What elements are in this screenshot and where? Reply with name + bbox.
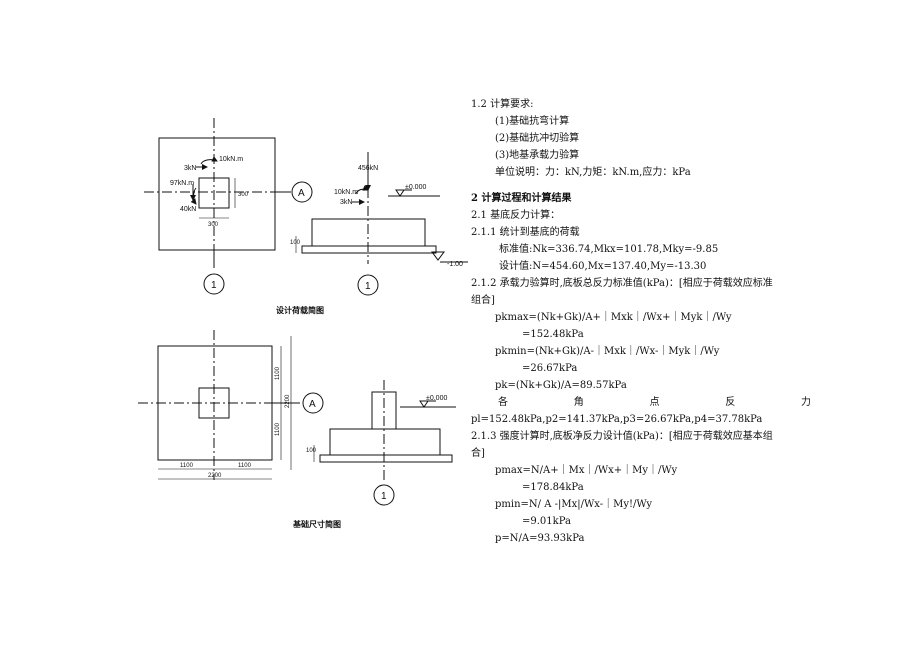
heading-strength-cont: 合] [471,448,485,459]
dim-base: 100 [306,448,317,454]
force-label: 3kN [184,165,196,172]
result-pmin: =9.01kPa [522,516,571,527]
dim-base: 100 [290,240,301,246]
load-plan-drawing [144,118,313,295]
dimension-section-drawing [313,380,456,506]
axis-label-1: 1 [381,491,387,502]
requirement-1: (1)基础抗弯计算 [495,116,570,127]
units-note: 单位说明：力：kN,力矩：kN.m,应力：kPa [495,167,691,178]
axis-bubble-1 [357,274,379,296]
requirement-3: (3)地基承载力验算 [495,150,580,161]
axis-bubble-1 [203,273,225,295]
corner-char: 点 [649,397,660,408]
corner-values: pl=152.48kPa,p2=141.37kPa,p3=26.67kPa,p4… [471,414,763,425]
formula-p: p=N/A=93.93kPa [495,533,585,544]
dim-right-top: 1100 [275,366,281,380]
elevation-marker-icon [395,189,405,197]
moment-arrow-icon [190,187,197,205]
result-pmax: =178.84kPa [522,482,584,493]
axis-label-1: 1 [365,281,371,292]
corner-char: 各 [498,397,508,408]
calculation-text: 1.2 计算要求: (1)基础抗弯计算 (2)基础抗冲切验算 (3)地基承载力验… [471,96,811,547]
corner-char: 力 [801,397,811,408]
footing-section [329,428,441,456]
dim-right-bottom: 1100 [275,422,281,436]
dim-bottom-left: 1100 [180,463,194,469]
load-section-drawing [295,152,468,296]
result-pkmin: =26.67kPa [522,363,578,374]
elev-top-label: ±0.000 [405,184,426,191]
axis-bubble-1 [373,484,395,506]
dim-right-total: 2200 [285,394,291,408]
corner-reaction-heading: 各 角 点 反 力 [471,394,811,411]
elevation-marker-icon [431,251,445,261]
heading-bearing: 2.1.2 承载力验算时,底板总反力标准值(kPa)：[相应于荷载效应标准 [471,278,773,289]
requirement-2: (2)基础抗冲切验算 [495,133,580,144]
footing-outline [158,137,276,251]
axis-label-1: 1 [211,280,217,291]
section-axial-label: 456kN [358,165,378,172]
formula-pk: pk=(Nk+Gk)/A=89.57kPa [495,380,627,391]
heading-reaction: 2.1 基底反力计算： [471,210,561,221]
bedding-layer [301,245,437,254]
heading-bearing-cont: 组合] [471,295,495,306]
result-pkmax: =152.48kPa [522,329,584,340]
dim-bottom-right: 1100 [238,463,252,469]
caption-load: 设计荷载简图 [276,305,324,315]
elev-top-label: ±0.000 [426,395,447,402]
standard-values: 标准值:Nk=336.74,Mkx=101.78,Mky=-9.85 [499,244,719,255]
dim-bottom-total: 2200 [208,473,222,479]
heading-strength: 2.1.3 强度计算时,底板净反力设计值(kPa)：[相应于荷载效应基本组 [471,431,773,442]
dimension-plan-drawing [138,330,324,480]
axis-label-a: A [298,188,305,199]
bedding-layer [319,454,453,463]
section-moment-label: 10kN.m [334,189,358,196]
column-outline [198,177,230,209]
section-shear-label: 3kN [340,199,352,206]
corner-char: 角 [573,397,584,408]
moment-label: 10kN.m [219,156,243,163]
heading-loads: 2.1.1 统计到基底的荷载 [471,227,580,238]
formula-pmin: pmin=N/ A -|Mx|/Wx-｜My!/Wy [495,499,653,510]
axis-bubble-a [302,392,324,414]
heading-process: 2 计算过程和计算结果 [471,193,572,204]
axis-bubble-a [291,181,313,203]
axial-label: 97kN.m [170,180,194,187]
formula-pkmax: pkmax=(Nk+Gk)/A+｜Mxk｜/Wx+｜Myk｜/Wy [495,312,732,323]
dim-col-width: 300 [208,222,219,228]
force-left-label: 40kN [180,206,196,213]
moment-arrow-icon [200,156,218,165]
column-outline [198,387,230,419]
caption-dimension: 基础尺寸简图 [292,519,341,529]
corner-char: 反 [725,397,736,408]
formula-pkmin: pkmin=(Nk+Gk)/A-｜Mxk｜/Wx-｜Myk｜/Wy [495,346,720,357]
dim-col-height: 300 [238,192,249,198]
heading-requirements: 1.2 计算要求: [471,99,534,110]
elev-bot-label: -1.00 [447,261,463,268]
design-values: 设计值:N=454.60,Mx=137.40,My=-13.30 [499,261,707,272]
formula-pmax: pmax=N/A+｜Mx｜/Wx+｜My｜/Wy [495,465,678,476]
axis-label-a: A [309,399,316,410]
moment-arrow-icon [355,185,369,195]
